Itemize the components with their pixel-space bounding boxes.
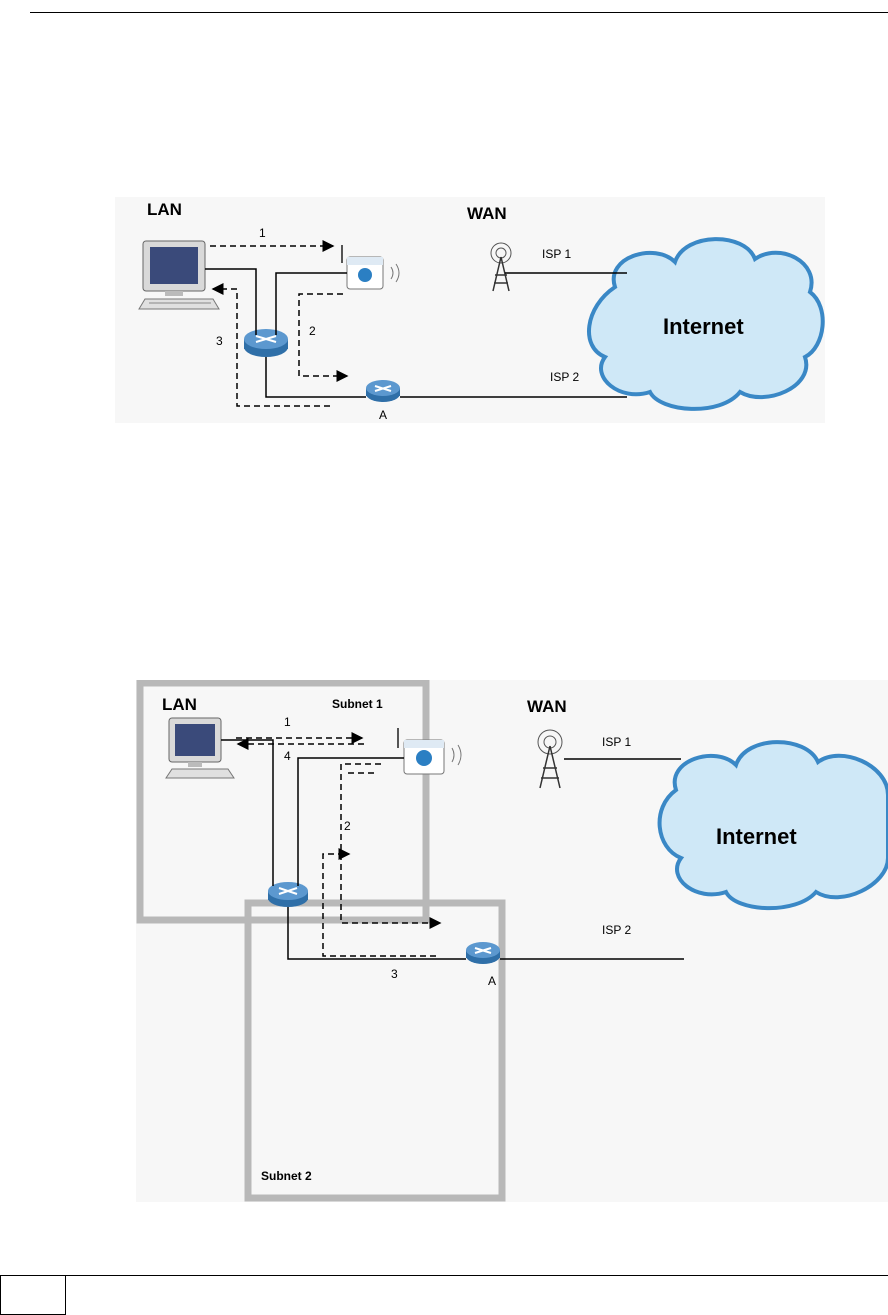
subnet-1-label: Subnet 1 — [332, 697, 383, 711]
isp2-label: ISP 2 — [602, 923, 631, 937]
step-2-label: 2 — [309, 324, 316, 338]
lan-router-icon — [268, 882, 308, 907]
wireless-access-point-icon — [342, 245, 399, 289]
step-2-label: 2 — [344, 819, 351, 833]
radio-tower-icon — [538, 730, 562, 788]
footer-rule — [30, 1275, 888, 1276]
internet-cloud-icon: Internet — [660, 742, 888, 908]
subnet-2-label: Subnet 2 — [261, 1169, 312, 1183]
radio-tower-icon — [491, 243, 511, 291]
isp1-label: ISP 1 — [602, 735, 631, 749]
step-3-label: 3 — [216, 334, 223, 348]
step-1-label: 1 — [284, 715, 291, 729]
header-rule — [30, 12, 888, 13]
lan-router-icon — [244, 329, 288, 357]
traffic-paths — [210, 246, 347, 406]
internet-label: Internet — [663, 314, 744, 339]
wan-label: WAN — [467, 204, 507, 223]
figure-2-diagram: LAN Subnet 1 Subnet 2 WAN Internet — [136, 680, 888, 1202]
computer-icon — [139, 241, 219, 309]
router-a-icon — [466, 942, 500, 964]
figure-1-diagram: LAN WAN Internet A — [115, 197, 825, 423]
isp1-label: ISP 1 — [542, 247, 571, 261]
wan-label: WAN — [527, 697, 567, 716]
lan-label: LAN — [162, 695, 197, 714]
page-number-box — [0, 1275, 66, 1315]
router-a-label: A — [488, 974, 496, 988]
internet-label: Internet — [716, 824, 797, 849]
router-a-label: A — [379, 408, 387, 422]
step-3-label: 3 — [391, 967, 398, 981]
step-1-label: 1 — [259, 226, 266, 240]
isp2-label: ISP 2 — [550, 370, 579, 384]
lan-label: LAN — [147, 200, 182, 219]
subnet-2-box — [248, 903, 502, 1198]
computer-icon — [166, 718, 234, 778]
router-a-icon — [366, 380, 400, 402]
internet-cloud-icon: Internet — [589, 239, 823, 409]
step-4-label: 4 — [284, 749, 291, 763]
